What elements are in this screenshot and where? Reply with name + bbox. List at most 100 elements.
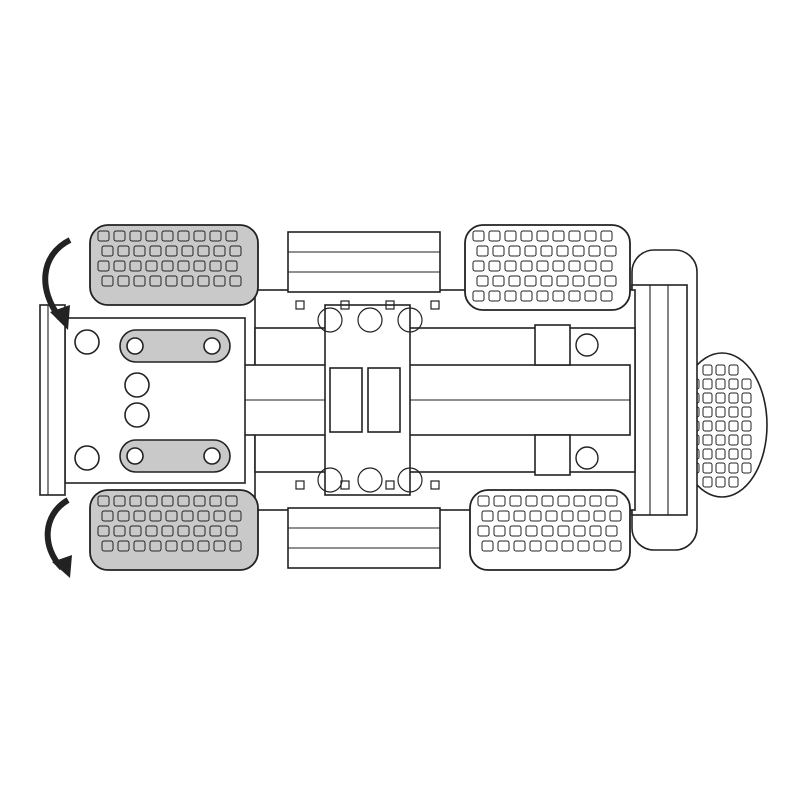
tread-block [715, 364, 726, 376]
tread-block [117, 245, 130, 257]
tread-block [600, 290, 613, 302]
tread-block [702, 364, 713, 376]
tread-block [165, 245, 178, 257]
round-stud [357, 467, 383, 493]
tread-block [493, 495, 506, 507]
tread-block [477, 495, 490, 507]
tread-block [101, 510, 114, 522]
tread-block [181, 540, 194, 552]
tread-block [488, 260, 501, 272]
tread-block [520, 290, 533, 302]
tread-block [209, 260, 222, 272]
tread-block [504, 260, 517, 272]
tread-block [225, 260, 238, 272]
tread-block [545, 510, 558, 522]
tread-block [568, 290, 581, 302]
tread-block [715, 420, 726, 432]
tread-block [577, 510, 590, 522]
tread-block [552, 290, 565, 302]
tread-block [477, 525, 490, 537]
tread-block [728, 406, 739, 418]
highlighted-link-bottom [119, 439, 231, 473]
tread-block [492, 275, 505, 287]
tread-block [715, 406, 726, 418]
tread-block [492, 245, 505, 257]
tread-block [133, 275, 146, 287]
tread-block [593, 540, 606, 552]
tread-block [165, 510, 178, 522]
tread-block [97, 260, 110, 272]
round-stud [317, 467, 343, 493]
tread-block [741, 392, 752, 404]
tread-block [702, 420, 713, 432]
tread-block [702, 476, 713, 488]
tread-block [741, 462, 752, 474]
tread-block [609, 540, 622, 552]
tread-block [193, 230, 206, 242]
tread-block [572, 275, 585, 287]
tread-block [600, 260, 613, 272]
tread-block [536, 290, 549, 302]
round-stud [357, 307, 383, 333]
tread-block [161, 230, 174, 242]
tread-block [181, 245, 194, 257]
tread-block [149, 540, 162, 552]
tread-block [472, 290, 485, 302]
tread-block [129, 260, 142, 272]
tread-block [101, 275, 114, 287]
tread-block [540, 245, 553, 257]
tread-block [149, 275, 162, 287]
tread-block [472, 260, 485, 272]
rotation-arrow-top [42, 237, 72, 330]
tread-block [197, 510, 210, 522]
tread-block [728, 420, 739, 432]
tread-block [604, 275, 617, 287]
tread-block [497, 510, 510, 522]
spare-tire [676, 352, 768, 498]
tread-block [181, 275, 194, 287]
tread-block [476, 275, 489, 287]
tire-rear-left [464, 224, 631, 311]
tread-block [715, 476, 726, 488]
tread-block [229, 510, 242, 522]
tread-block [504, 230, 517, 242]
tread-block [545, 540, 558, 552]
tread-block [702, 378, 713, 390]
tread-block [481, 540, 494, 552]
tread-block [702, 434, 713, 446]
tread-block [589, 495, 602, 507]
tread-block [97, 495, 110, 507]
stud [430, 300, 440, 310]
tread-block [561, 510, 574, 522]
tread-block [584, 260, 597, 272]
tread-block [525, 495, 538, 507]
tread-block [117, 275, 130, 287]
tread-block [529, 540, 542, 552]
tire-front-right [89, 489, 259, 571]
tread-block [509, 525, 522, 537]
tread-block [552, 260, 565, 272]
axle-pin [575, 446, 599, 470]
tread-block [117, 540, 130, 552]
tread-block [728, 448, 739, 460]
tread-block [728, 462, 739, 474]
tread-block [728, 434, 739, 446]
tread-block [513, 510, 526, 522]
tread-block [741, 434, 752, 446]
tread-block [229, 275, 242, 287]
tread-block [129, 230, 142, 242]
tread-block [568, 230, 581, 242]
tread-block [225, 230, 238, 242]
tread-block [181, 510, 194, 522]
stud [385, 480, 395, 490]
tread-block [213, 540, 226, 552]
tread-block [209, 230, 222, 242]
stud [295, 300, 305, 310]
tread-block [229, 245, 242, 257]
tread-block [741, 448, 752, 460]
tread-block [225, 525, 238, 537]
tread-block [177, 260, 190, 272]
tread-block [728, 392, 739, 404]
tread-block [577, 540, 590, 552]
